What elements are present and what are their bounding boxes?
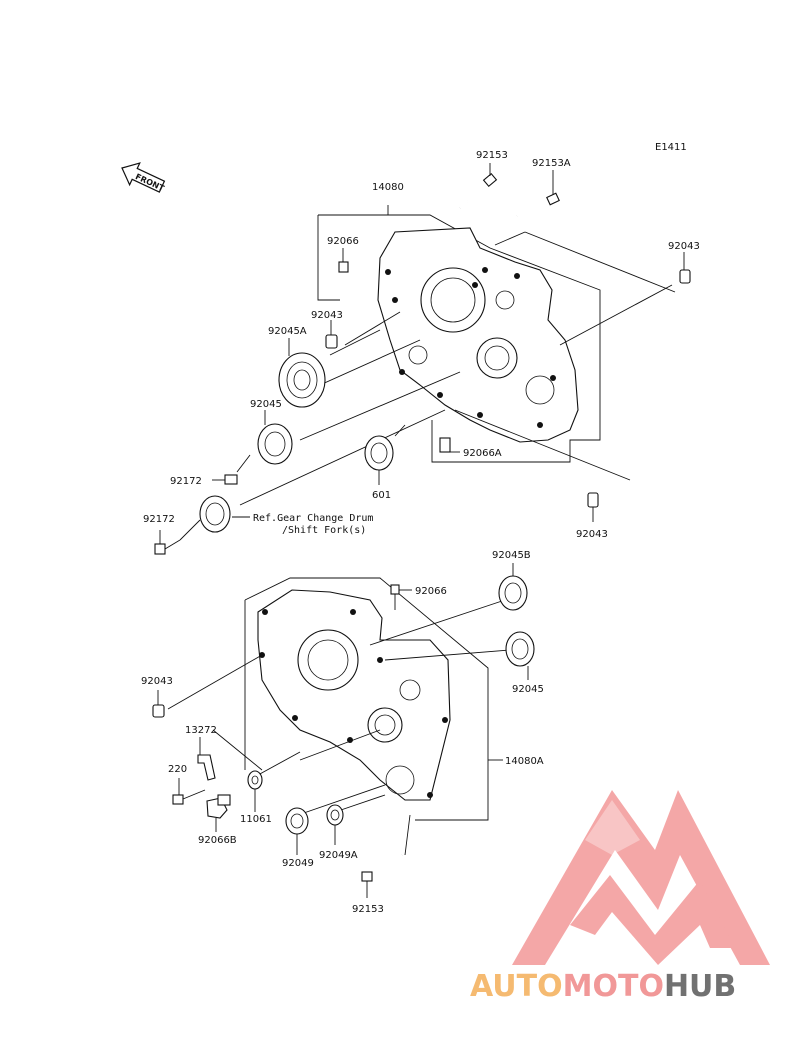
label-11061: 11061 [240,814,272,825]
reference-note-line1: Ref.Gear Change Drum [253,513,373,524]
label-601: 601 [372,490,391,501]
bracket-13272 [197,737,216,781]
label-92045-bottom: 92045 [512,684,544,695]
bolt-92153-bottom [361,814,411,898]
watermark-logo: AUTOMOTOHUB [470,790,770,1004]
label-92043-left: 92043 [141,676,173,687]
lower-crankcase-group [167,577,511,821]
plug-92066B [206,794,231,832]
seal-92049A [326,804,344,845]
washer-11061 [247,770,263,812]
label-92172-a: 92172 [170,476,202,487]
label-92043-top-right: 92043 [668,241,700,252]
label-92045B: 92045B [492,550,531,561]
label-92066-top: 92066 [327,236,359,247]
bearing-92045-top [257,410,293,465]
dowel-92066-bottom [390,584,400,595]
bearing-601 [364,435,394,485]
bolt-220 [172,778,206,805]
upper-crankcase-body [377,227,579,443]
seal-92049 [285,807,309,855]
dowel-92043-top-right [679,269,691,284]
bolt-92153-top [459,172,498,209]
label-13272: 13272 [185,725,217,736]
dowel-92066A [439,437,451,453]
upper-crank-bore [420,267,486,333]
dowel-92043-left [152,704,165,718]
dowel-92043-mid [325,334,338,349]
lower-crankcase-body [257,589,451,801]
bearing-92045-bottom [505,631,535,680]
label-92049A: 92049A [319,850,358,861]
label-92043-lower-right: 92043 [576,529,608,540]
lower-crank-bore [297,629,359,691]
label-92066B: 92066B [198,835,237,846]
bearing-92045A [278,338,326,408]
reference-note-line2: /Shift Fork(s) [282,525,366,536]
watermark-moto: MOTO [563,969,664,1004]
upper-crankcase-group [239,205,676,506]
bearing-ref-gear-change [199,495,250,533]
label-92066A: 92066A [463,448,502,459]
bearing-92045B [498,563,528,611]
dowel-92066-top [338,261,349,273]
bolt-92172-b [154,519,201,555]
watermark-hub: HUB [664,969,736,1004]
label-92066-bottom: 92066 [415,586,447,597]
bolt-92153A [516,192,560,217]
label-92172-b: 92172 [143,514,175,525]
label-92153-bottom: 92153 [352,904,384,915]
label-92043-mid: 92043 [311,310,343,321]
diagram-code: E1411 [655,142,687,153]
svg-text:AUTOMOTOHUB: AUTOMOTOHUB [470,969,736,1004]
front-arrow-icon: FRONT [121,162,166,193]
label-220: 220 [168,764,187,775]
dowel-92043-lower-right [587,492,599,508]
label-92153-top: 92153 [476,150,508,161]
watermark-triangle-icon [512,790,770,965]
label-92045A: 92045A [268,326,307,337]
label-92045-top: 92045 [250,399,282,410]
label-92153A: 92153A [532,158,571,169]
label-14080: 14080 [372,182,404,193]
label-14080A: 14080A [505,756,544,767]
label-92049: 92049 [282,858,314,869]
watermark-auto: AUTO [470,969,563,1004]
bolt-92172-a [212,454,251,485]
